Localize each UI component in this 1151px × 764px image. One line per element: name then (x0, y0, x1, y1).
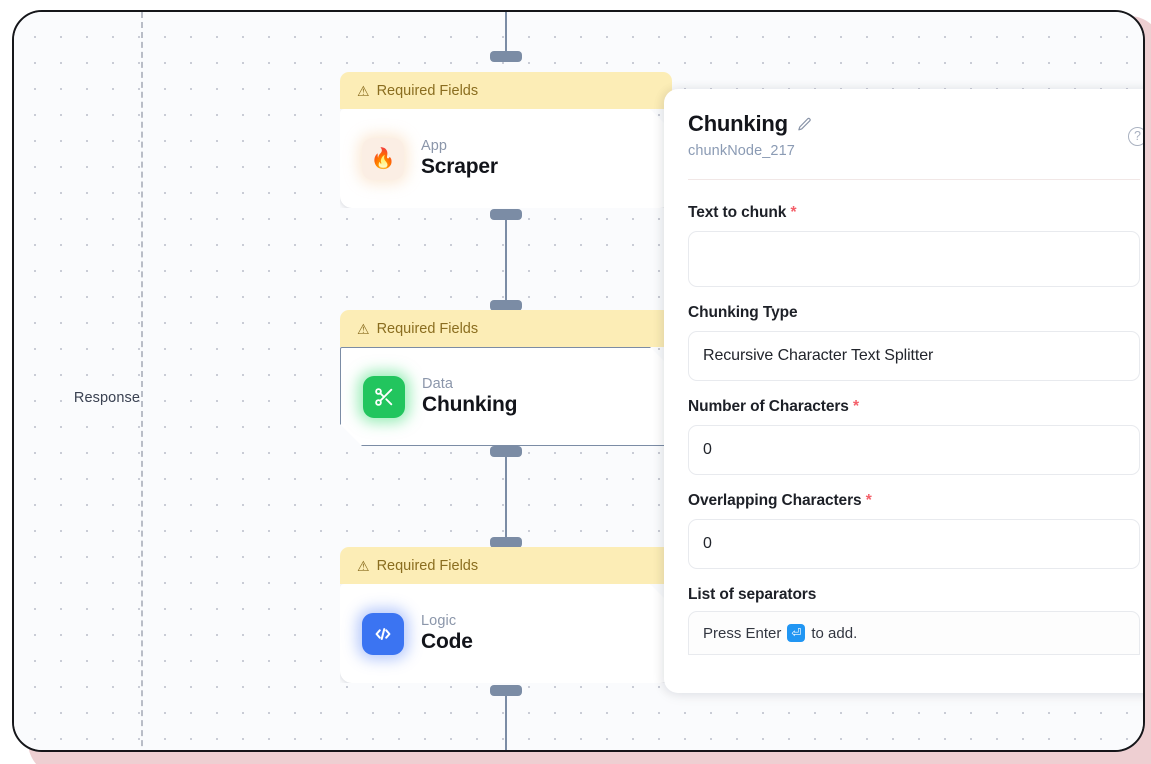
code-brackets-icon (362, 613, 404, 655)
panel-title-row: Chunking (688, 111, 1140, 137)
handle-code-out[interactable] (490, 685, 522, 696)
handle-code-in[interactable] (490, 537, 522, 548)
separators-hint-before: Press Enter (703, 624, 782, 642)
field-number-of-characters: Number of Characters * 0 (688, 398, 1140, 475)
required-asterisk: * (865, 492, 872, 509)
help-circle-icon[interactable]: ? (1128, 127, 1143, 146)
field-overlapping-characters-label: Overlapping Characters * (688, 492, 872, 509)
panel-title: Chunking (688, 111, 788, 136)
handle-chunking-in[interactable] (490, 300, 522, 311)
node-code-kind: Logic (421, 613, 457, 629)
node-code-text: Logic Code (421, 613, 473, 654)
node-scraper-title: Scraper (421, 155, 498, 178)
flame-icon: 🔥 (362, 138, 404, 180)
handle-chunking-out[interactable] (490, 446, 522, 457)
node-scraper-required-banner: ⚠ Required Fields (340, 72, 672, 109)
panel-header: Chunking chunkNode_217 ? (664, 89, 1143, 159)
node-scraper[interactable]: ⚠ Required Fields 🔥 App Scraper (340, 72, 672, 208)
response-guide-label: Response (73, 390, 140, 406)
canvas-frame: Response ⚠ Required Fields 🔥 (12, 10, 1145, 752)
panel-form: Text to chunk * Chunking Type Recursive … (664, 180, 1143, 655)
warning-triangle-icon: ⚠ (357, 320, 370, 337)
node-code-required-banner: ⚠ Required Fields (340, 547, 672, 584)
node-scraper-kind: App (421, 138, 448, 154)
edge-scraper-to-chunking (505, 212, 507, 312)
node-chunking-banner-label: Required Fields (376, 320, 479, 337)
list-of-separators-input[interactable]: Press Enter ⏎ to add. (688, 611, 1140, 655)
response-guide-line (141, 12, 143, 750)
node-chunking-kind: Data (422, 376, 454, 392)
node-chunking[interactable]: ⚠ Required Fields Data (340, 310, 672, 446)
node-scraper-body[interactable]: 🔥 App Scraper (340, 109, 672, 208)
node-chunking-body[interactable]: Data Chunking (340, 347, 672, 446)
overlapping-characters-input[interactable]: 0 (688, 519, 1140, 569)
text-to-chunk-input[interactable] (688, 231, 1140, 287)
field-chunking-type-label: Chunking Type (688, 304, 798, 321)
required-asterisk: * (790, 204, 797, 221)
node-code-banner-label: Required Fields (376, 557, 479, 574)
field-chunking-type: Chunking Type Recursive Character Text S… (688, 304, 1140, 381)
handle-scraper-in[interactable] (490, 51, 522, 62)
node-chunking-text: Data Chunking (422, 376, 517, 417)
edge-top-in (505, 12, 507, 60)
field-overlapping-characters: Overlapping Characters * 0 (688, 492, 1140, 569)
warning-triangle-icon: ⚠ (357, 557, 370, 574)
handle-scraper-out[interactable] (490, 209, 522, 220)
field-text-to-chunk-label: Text to chunk * (688, 204, 797, 221)
node-chunking-required-banner: ⚠ Required Fields (340, 310, 672, 347)
field-list-of-separators-label: List of separators (688, 586, 817, 603)
edge-code-out (505, 688, 507, 750)
enter-key-icon: ⏎ (787, 624, 806, 642)
warning-triangle-icon: ⚠ (357, 82, 370, 99)
panel-node-id: chunkNode_217 (688, 143, 795, 159)
node-scraper-banner-label: Required Fields (376, 82, 479, 99)
node-properties-panel: Chunking chunkNode_217 ? (664, 89, 1143, 693)
required-asterisk: * (853, 398, 859, 415)
node-scraper-text: App Scraper (421, 138, 498, 179)
number-of-characters-input[interactable]: 0 (688, 425, 1140, 475)
node-chunking-title: Chunking (422, 393, 518, 416)
node-code[interactable]: ⚠ Required Fields Logic Code (340, 547, 672, 683)
field-number-of-characters-label: Number of Characters * (688, 398, 859, 415)
node-code-title: Code (421, 630, 473, 653)
flow-canvas[interactable]: Response ⚠ Required Fields 🔥 (14, 12, 1143, 750)
chunking-type-select[interactable]: Recursive Character Text Splitter (688, 331, 1140, 381)
field-text-to-chunk: Text to chunk * (688, 204, 1140, 287)
pencil-icon[interactable] (797, 117, 812, 132)
scissors-icon (363, 376, 405, 418)
node-code-body[interactable]: Logic Code (340, 584, 672, 683)
panel-divider (688, 179, 1140, 180)
edge-chunking-to-code (505, 449, 507, 549)
separators-hint-after: to add. (811, 624, 858, 642)
field-list-of-separators: List of separators Press Enter ⏎ to add. (688, 586, 1140, 655)
